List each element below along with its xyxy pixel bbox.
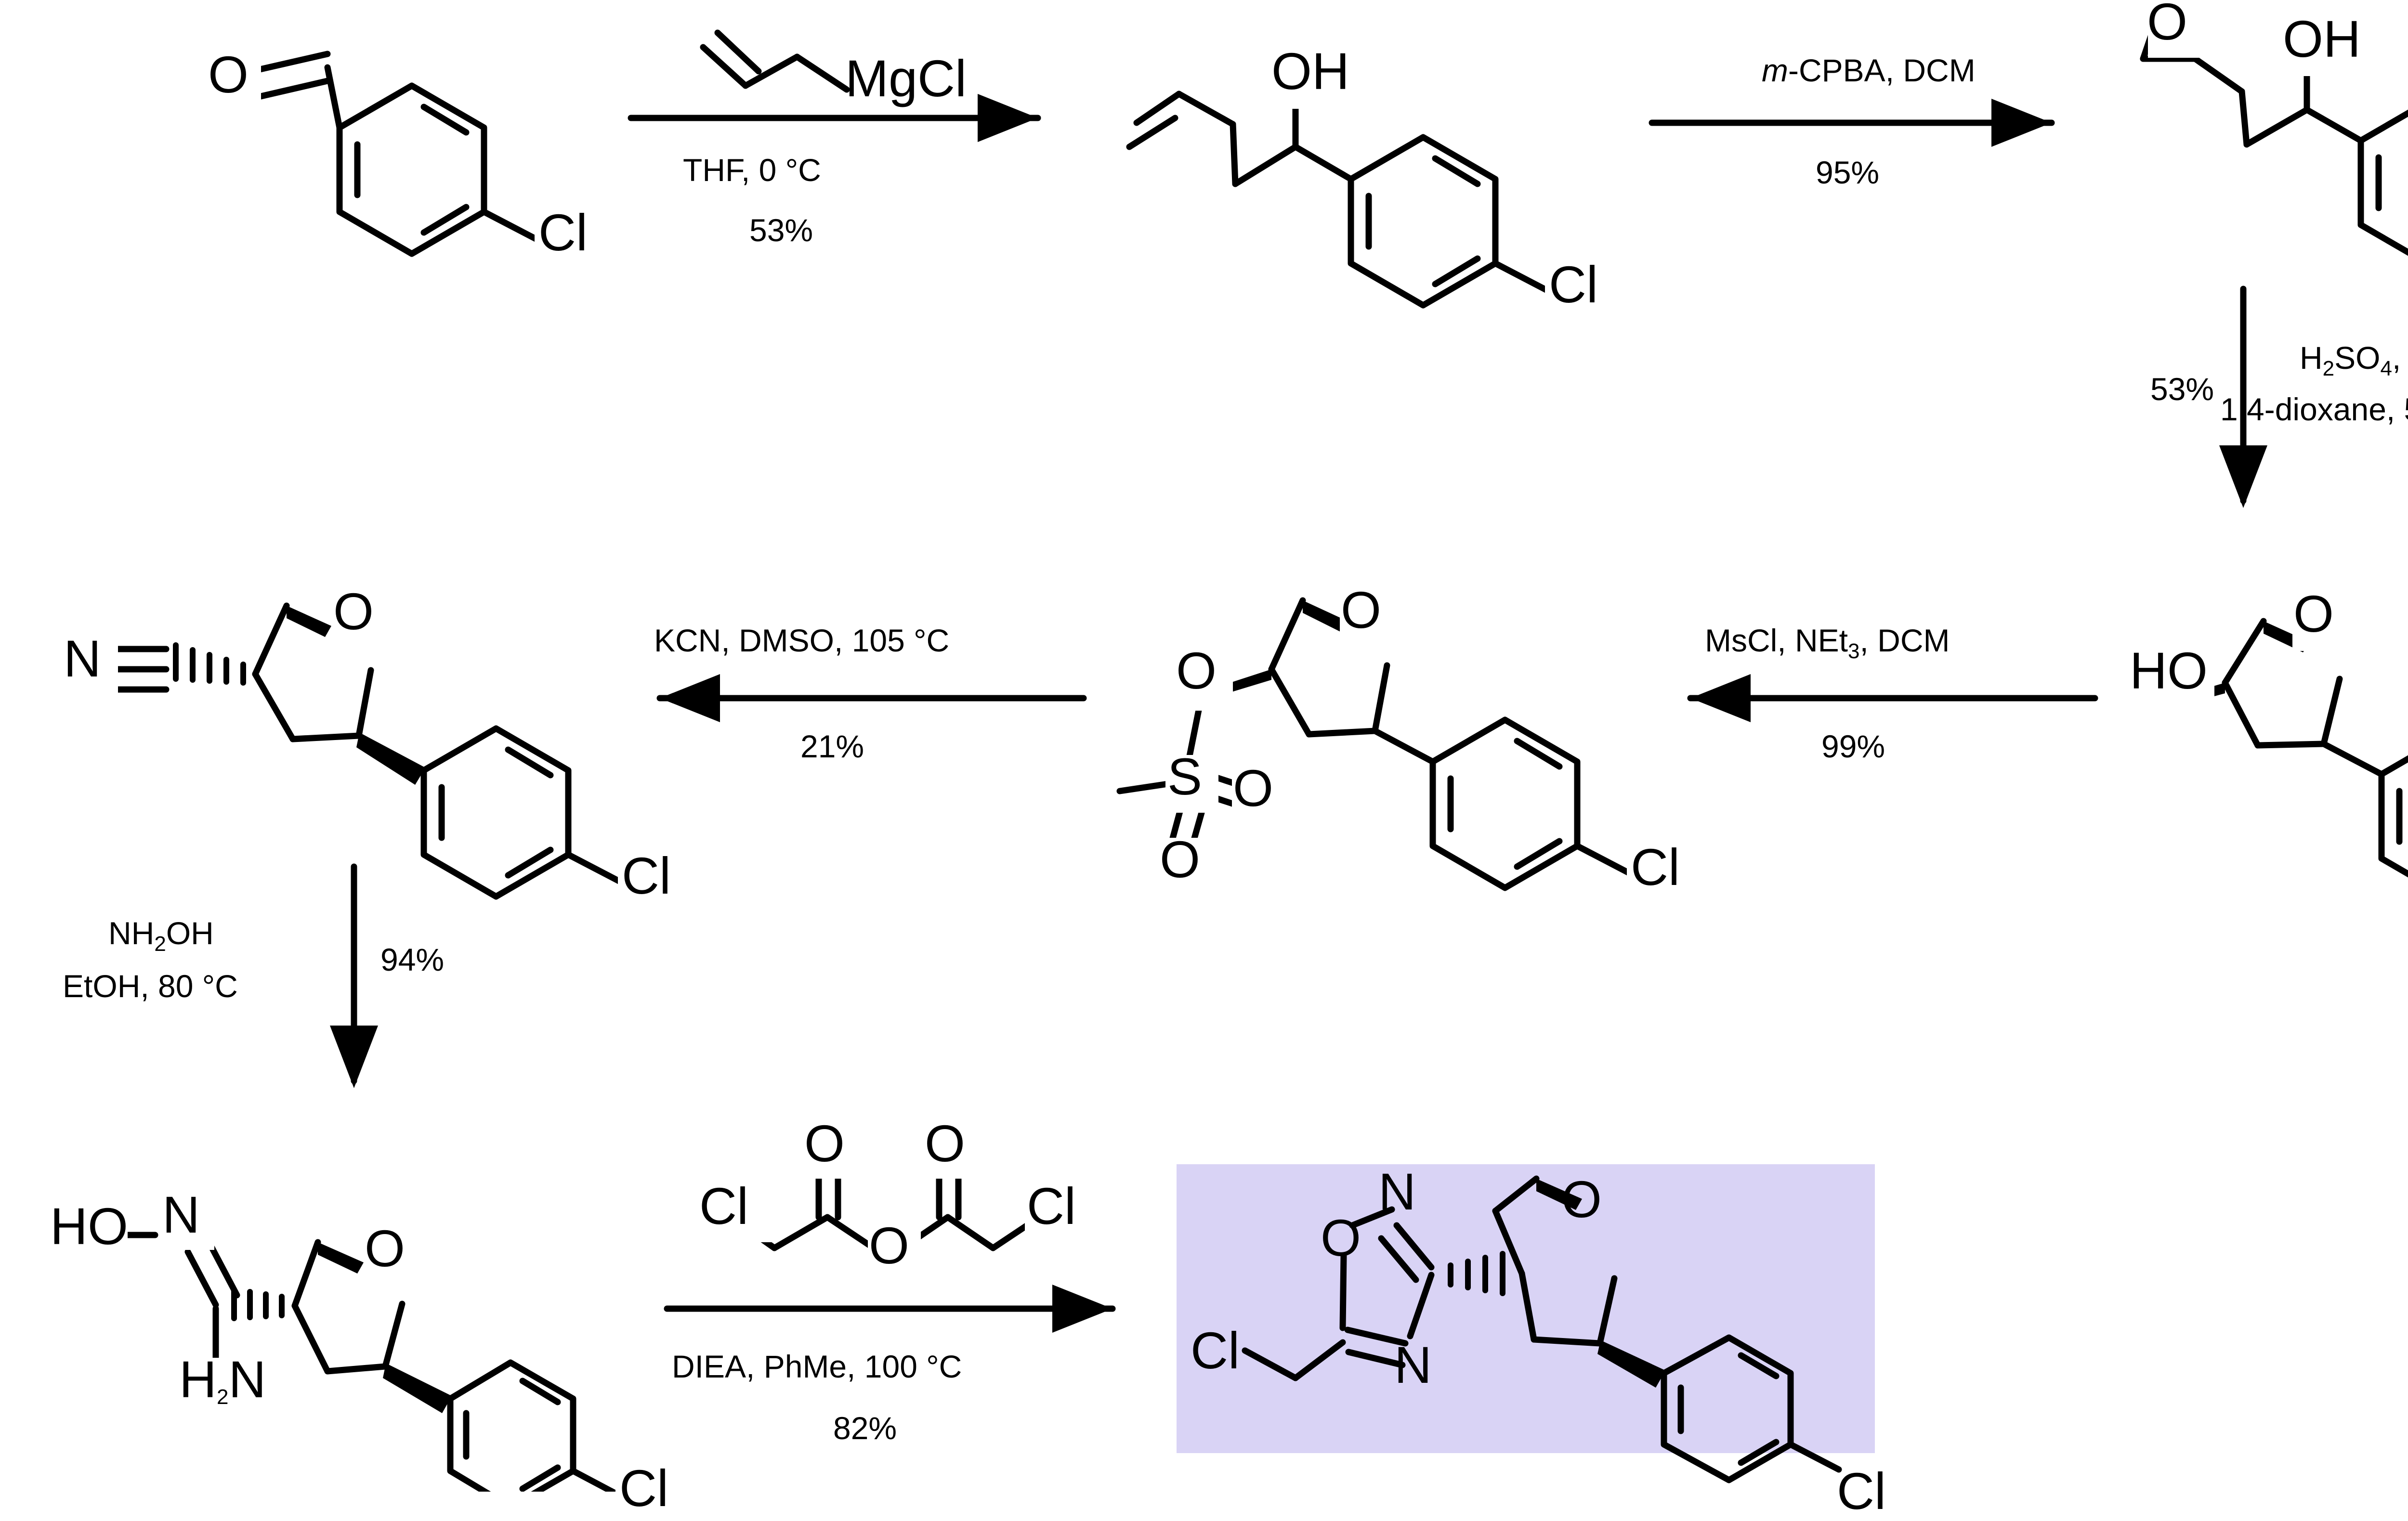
conditions-step7: DIEA, PhMe, 100 °C xyxy=(672,1349,962,1384)
reagent-label-MgCl: MgCl xyxy=(845,49,967,107)
atom-label-Cl: Cl xyxy=(619,1459,668,1517)
atom-label-O: O xyxy=(1176,641,1217,700)
atom-label-O: O xyxy=(869,1216,910,1274)
molecule-4-chlorobenzaldehyde xyxy=(240,51,543,257)
atom-label-O: O xyxy=(2147,0,2188,51)
conditions-step3-line2: 1,4-dioxane, 50 °C xyxy=(2220,391,2408,427)
molecule-mesylate xyxy=(1116,597,1636,891)
conditions-step5: KCN, DMSO, 105 °C xyxy=(654,623,950,658)
h2so4-comma: , xyxy=(2392,340,2401,376)
atom-label-Cl: Cl xyxy=(538,203,588,261)
yield-step3: 53% xyxy=(2150,371,2214,407)
atom-label-N: N xyxy=(64,629,101,688)
nh2oh-n: NH xyxy=(108,915,155,951)
atom-label-O: O xyxy=(333,582,374,640)
wedge-aryl-final xyxy=(1597,1343,1664,1388)
yield-step7: 82% xyxy=(833,1410,897,1446)
h2so4-so: SO xyxy=(2334,340,2381,376)
conditions-step2-rest: -CPBA, DCM xyxy=(1788,52,1976,88)
atom-label-O: O xyxy=(1561,1170,1602,1228)
atom-label-Cl: Cl xyxy=(1549,255,1598,313)
atom-label-Cl: Cl xyxy=(622,846,671,905)
atom-label-H2N: H2N xyxy=(179,1349,266,1409)
atom-label-S: S xyxy=(1167,747,1203,806)
atom-label-Cl: Cl xyxy=(1631,838,1680,896)
wedge-aryl-amidoxime xyxy=(383,1366,450,1413)
atom-label-N: N xyxy=(162,1185,200,1244)
conditions-step4: MsCl, NEt3, DCM xyxy=(1705,622,1950,663)
conditions-step2: m-CPBA, DCM xyxy=(1762,52,1976,89)
atom-label-O: O xyxy=(2293,585,2334,643)
atom-label-O: O xyxy=(925,1114,966,1172)
h2n-sub: 2 xyxy=(217,1385,229,1409)
atom-label-HO: HO xyxy=(2130,641,2208,700)
atom-label-Cl: Cl xyxy=(1191,1321,1240,1379)
molecule-homoallyl-alcohol xyxy=(1126,87,1554,309)
yield-step4: 99% xyxy=(1821,728,1885,764)
conditions-step6-line2: EtOH, 80 °C xyxy=(63,968,238,1004)
conditions-step1: THF, 0 °C xyxy=(683,152,821,188)
atom-label-N: N xyxy=(1394,1336,1432,1394)
conditions-step3-line1: H2SO4, xyxy=(2300,339,2401,381)
atom-label-Cl: Cl xyxy=(699,1177,748,1235)
mscl-sub: 3 xyxy=(1848,639,1860,663)
atom-label-N: N xyxy=(1378,1162,1416,1221)
h2so4-sub2: 4 xyxy=(2380,357,2392,380)
yield-step2: 95% xyxy=(1816,155,1880,190)
yield-step1: 53% xyxy=(749,212,813,248)
h2so4-sub1: 2 xyxy=(2322,357,2335,380)
h2so4-h: H xyxy=(2300,340,2323,376)
atom-label-O: O xyxy=(804,1114,845,1172)
atom-label-O: O xyxy=(1341,581,1382,639)
atom-label-O: O xyxy=(365,1219,406,1277)
atom-label-Cl: Cl xyxy=(1837,1462,1886,1520)
nh2oh-oh: OH xyxy=(166,915,214,951)
yield-step6: 94% xyxy=(380,942,445,977)
nh2oh-sub: 2 xyxy=(154,932,166,956)
h2n-h: H xyxy=(179,1350,217,1408)
h2n-n: N xyxy=(228,1350,266,1408)
mscl-b: , DCM xyxy=(1859,623,1950,658)
atom-label-OH: OH xyxy=(1271,42,1349,100)
reagent-allylmagnesium-chloride xyxy=(700,29,850,93)
mscl-a: MsCl, NEt xyxy=(1705,623,1848,658)
atom-label-O: O xyxy=(1233,759,1274,817)
label-masks xyxy=(48,0,2367,1492)
atom-label-Cl: Cl xyxy=(1027,1177,1076,1235)
wedge-aryl-nitrile xyxy=(356,736,424,785)
conditions-step6-line1: NH2OH xyxy=(108,915,214,956)
atom-label-O: O xyxy=(1160,830,1201,888)
atom-label-HO: HO xyxy=(50,1197,128,1255)
atom-label-OH: OH xyxy=(2283,10,2361,68)
conditions-step2-italic: m xyxy=(1762,52,1788,88)
yield-step5: 21% xyxy=(800,728,864,764)
molecule-thf-ol xyxy=(2181,618,2408,878)
atom-label-O: O xyxy=(208,45,249,104)
arrowheads xyxy=(330,94,2267,1333)
atom-label-O: O xyxy=(1321,1209,1361,1267)
